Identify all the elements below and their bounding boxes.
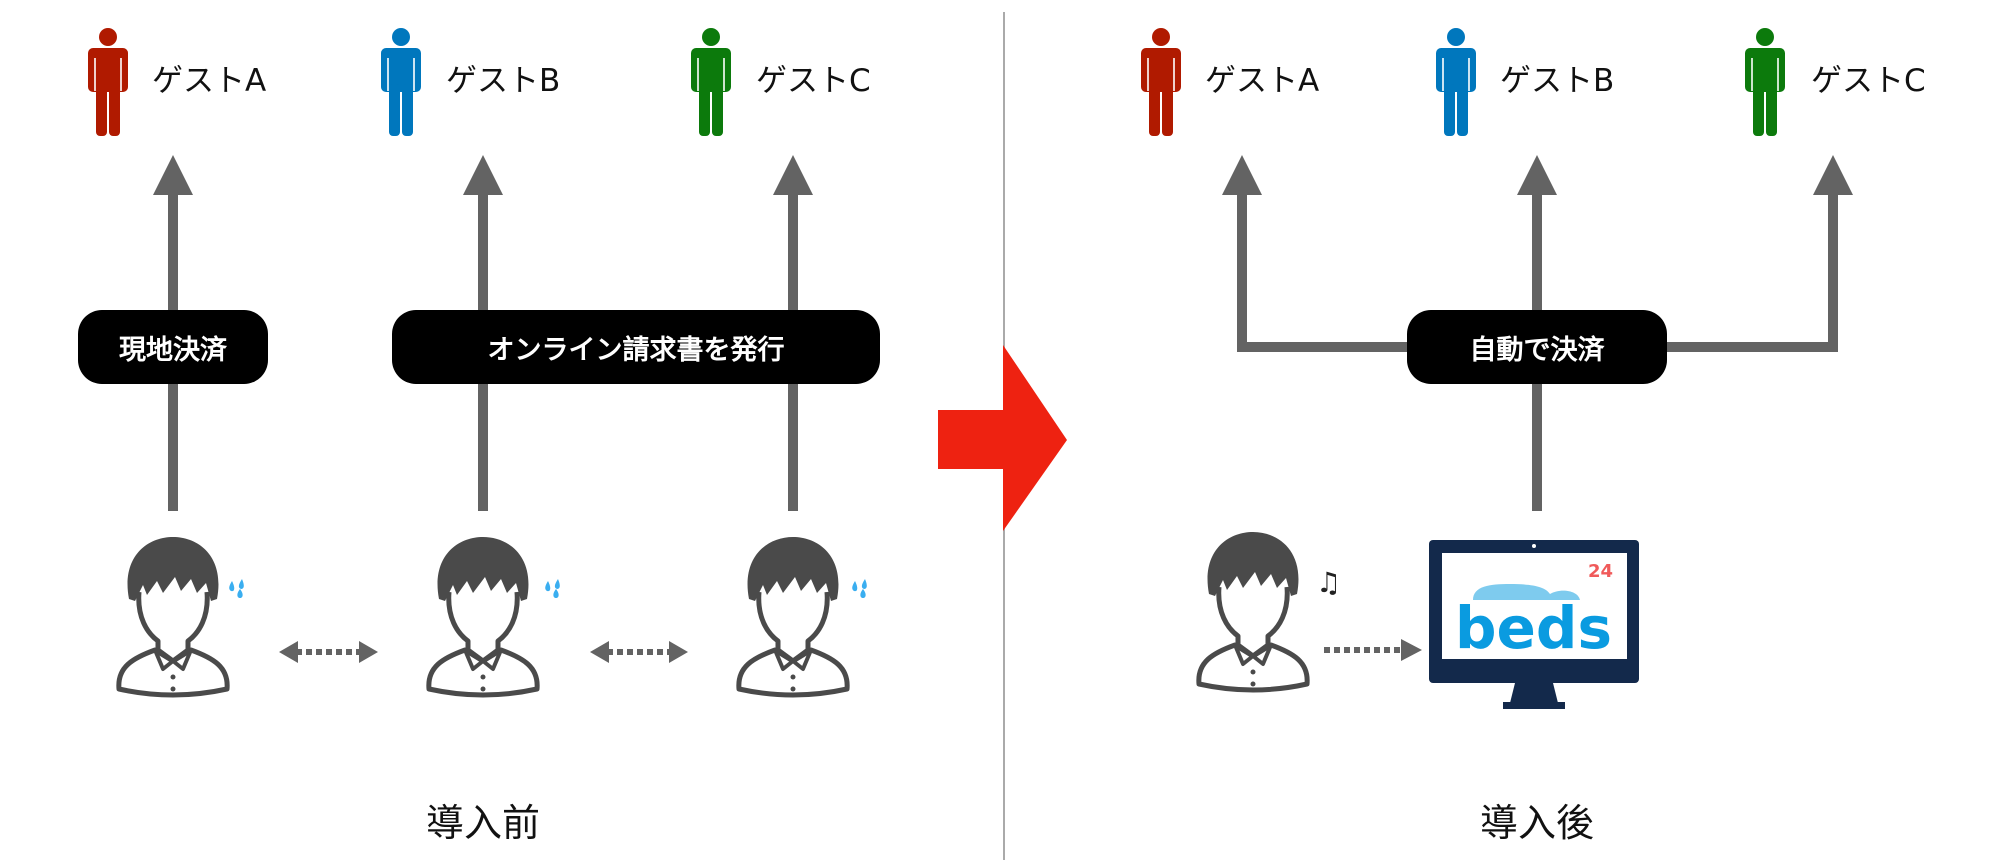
staff-person-icon <box>429 537 537 695</box>
staff-person-icon <box>1199 532 1307 690</box>
after-caption: 導入後 <box>1479 801 1594 845</box>
guest-a-label: ゲストA <box>1205 63 1320 99</box>
arrow-head <box>153 155 193 195</box>
online-invoice-pill: オンライン請求書を発行 <box>392 310 880 384</box>
guest-c-figure-icon <box>691 28 731 136</box>
guest-c-label: ゲストC <box>756 63 871 99</box>
guest-a-figure-icon <box>88 28 128 136</box>
music-note-icon: ♫ <box>1316 566 1341 599</box>
dotted-double-arrow-icon <box>279 641 378 663</box>
dotted-double-arrow-icon <box>590 641 688 663</box>
guest-b-figure-icon <box>1436 28 1476 136</box>
staff-person-icon <box>119 537 227 695</box>
arrow-head <box>463 155 503 195</box>
sweat-drops-icon <box>229 579 244 598</box>
guest-b-label: ゲストB <box>446 63 561 99</box>
monitor-icon <box>1429 540 1639 709</box>
onsite-payment-pill: 現地決済 <box>78 310 268 384</box>
svg-text:beds: beds <box>1455 594 1612 662</box>
guest-a-label: ゲストA <box>152 63 267 99</box>
guest-a-figure-icon <box>1141 28 1181 136</box>
dotted-arrow-icon <box>1324 639 1422 661</box>
sweat-drops-icon <box>545 579 560 598</box>
svg-text:24: 24 <box>1588 561 1613 582</box>
transition-arrow-icon <box>938 345 1067 531</box>
guest-b-label: ゲストB <box>1500 63 1615 99</box>
guest-b-figure-icon <box>381 28 421 136</box>
arrow-head <box>1813 155 1853 195</box>
arrow-shaft <box>1237 190 1247 352</box>
arrow-head <box>773 155 813 195</box>
arrow-head <box>1517 155 1557 195</box>
auto-payment-pill: 自動で決済 <box>1407 310 1667 384</box>
arrow-shaft <box>1828 190 1838 352</box>
staff-person-icon <box>739 537 847 695</box>
guest-c-figure-icon <box>1745 28 1785 136</box>
arrow-head <box>1222 155 1262 195</box>
beds24-logo: beds 24 <box>1455 561 1613 662</box>
guest-c-label: ゲストC <box>1811 63 1926 99</box>
before-caption: 導入前 <box>425 801 540 845</box>
sweat-drops-icon <box>852 579 867 598</box>
